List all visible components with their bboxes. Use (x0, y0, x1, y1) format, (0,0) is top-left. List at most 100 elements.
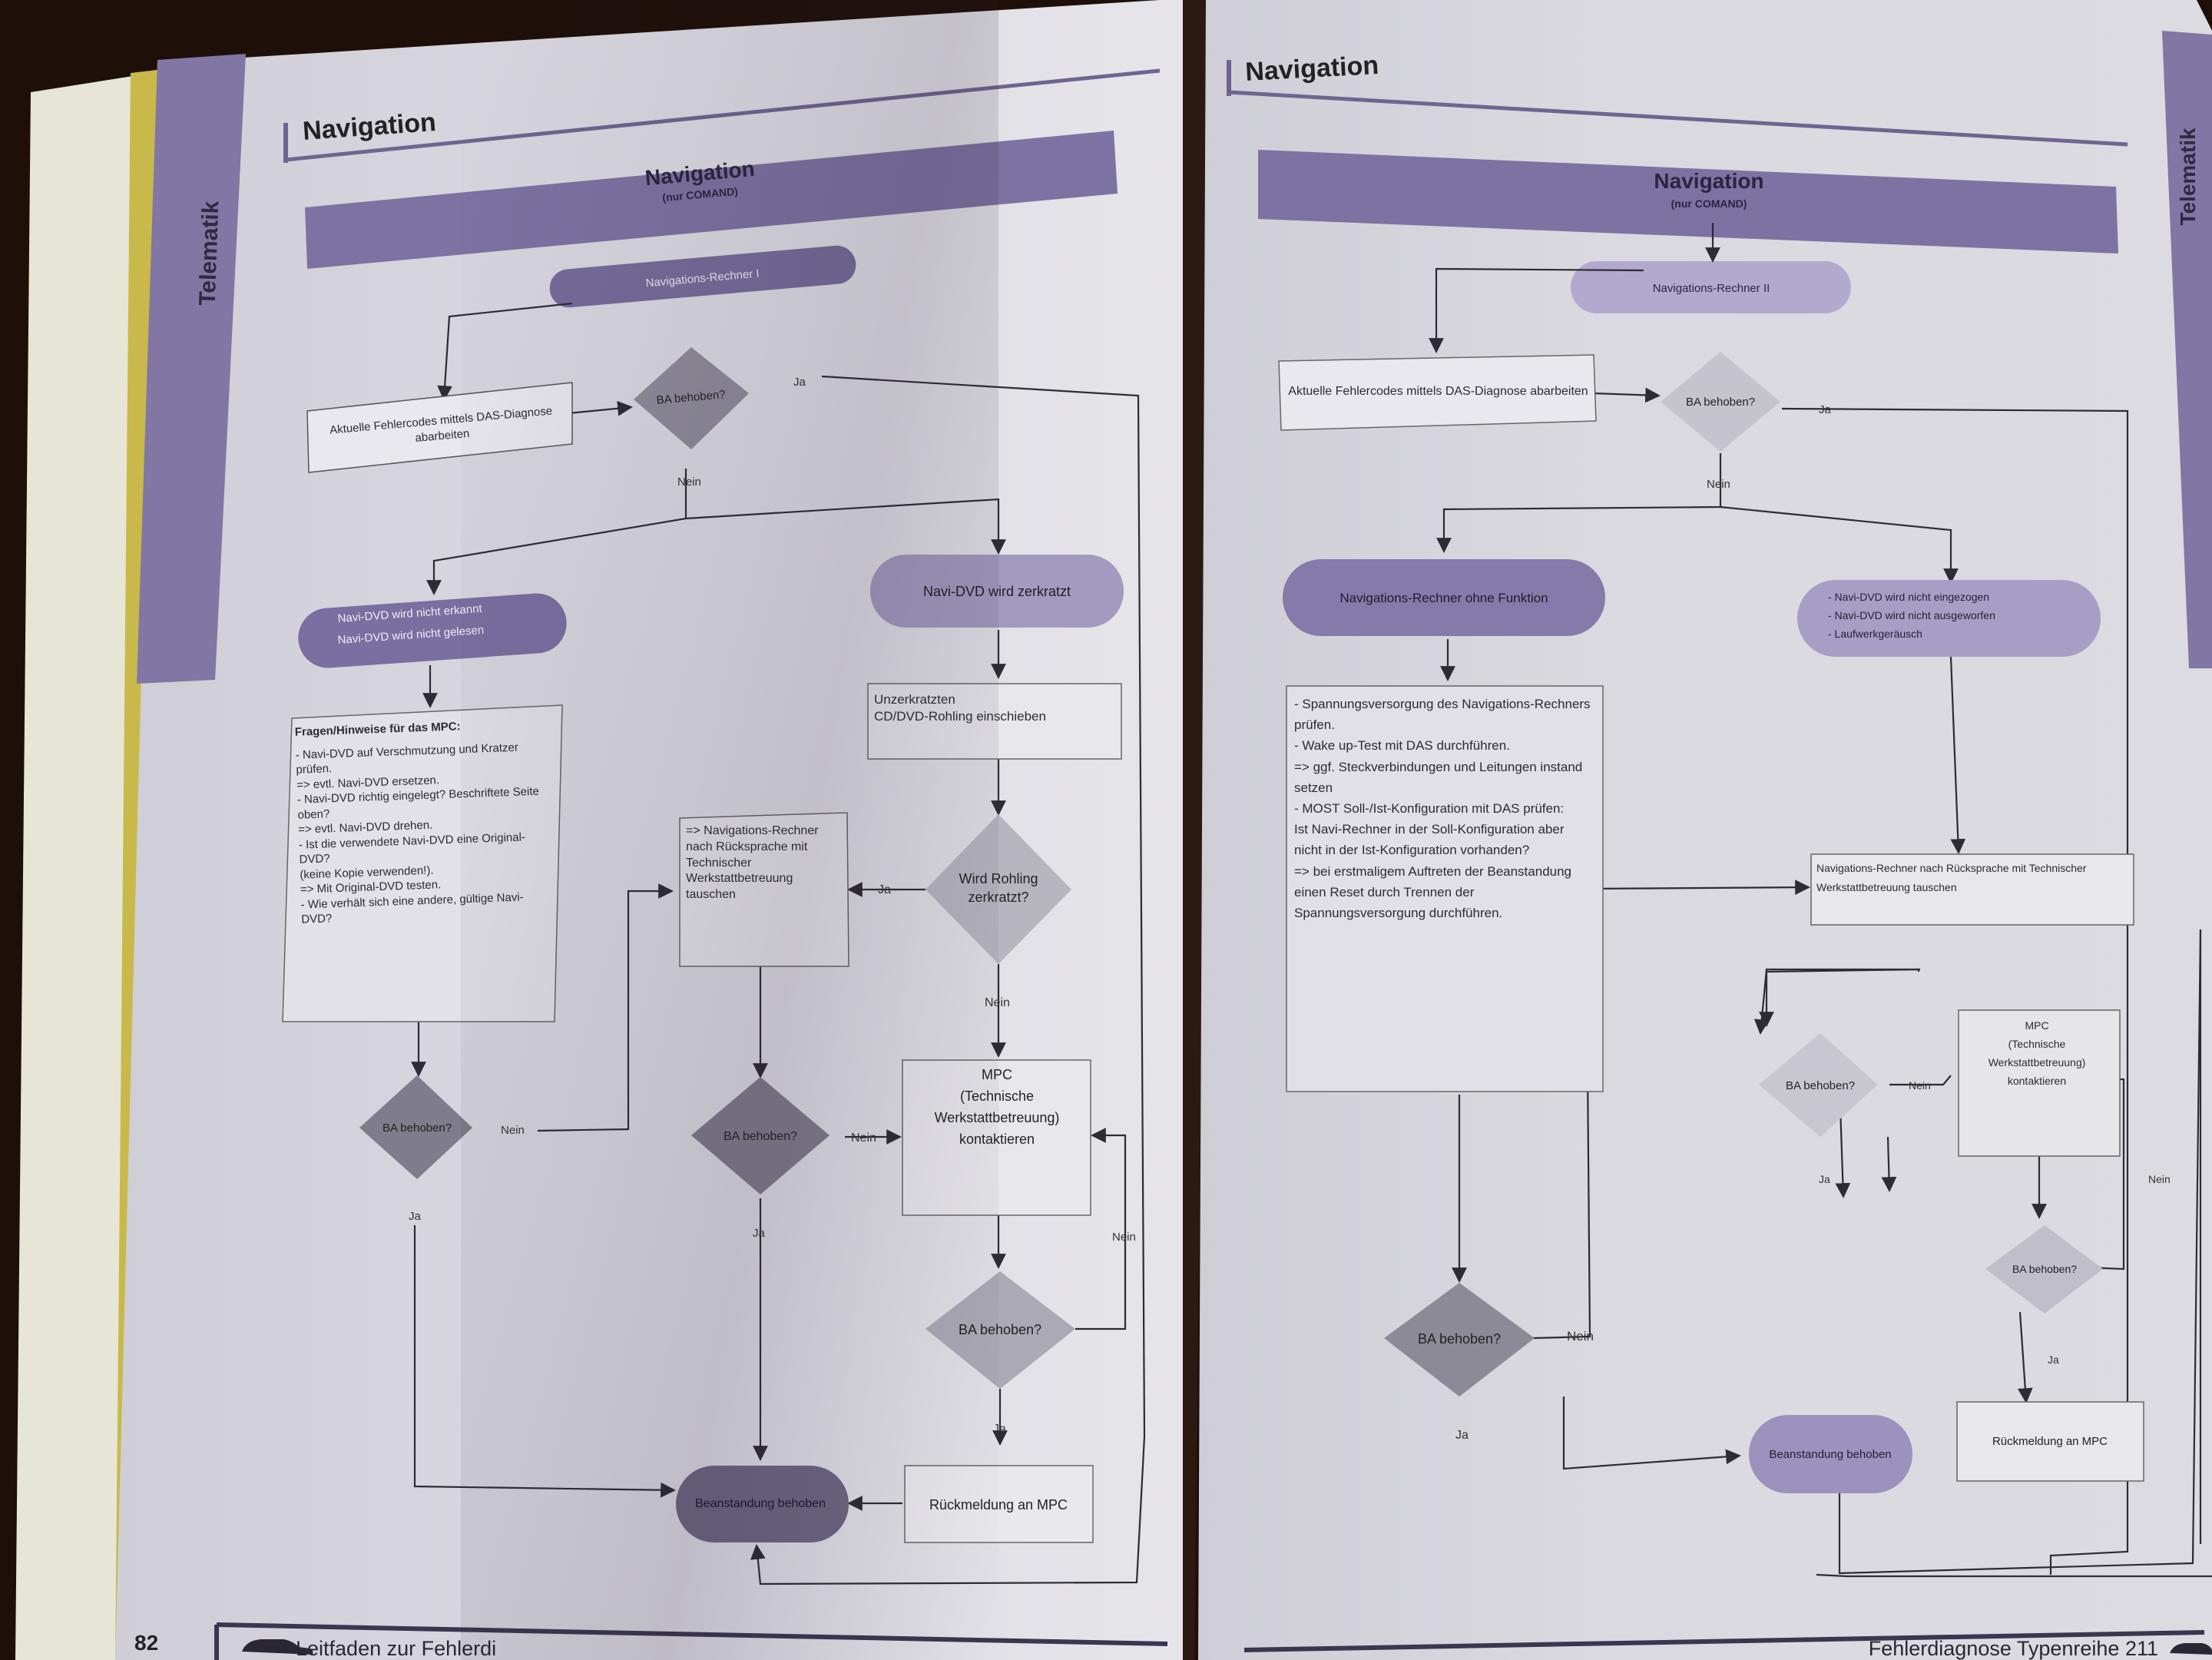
state-nicht-eingezogen: - Navi-DVD wird nicht eingezogen - Navi-… (1797, 580, 2101, 657)
state-nicht-erkannt: Navi-DVD wird nicht erkannt Navi-DVD wir… (298, 593, 567, 668)
state-ohne-funktion: Navigations-Rechner ohne Funktion (1283, 559, 1605, 636)
decision-ba-left: BA behoben? (359, 1075, 472, 1179)
label-ja-lower-right: Ja (2048, 1354, 2059, 1366)
box-mpc: MPC (Technische Werkstattbetreuung) kont… (902, 1059, 1091, 1216)
mpc-right-line-2: (Technische (2008, 1038, 2066, 1050)
label-nein-bottom-left: Nein (1567, 1329, 1594, 1344)
spannung-line: => ggf. Steckverbindungen und Leitungen … (1294, 759, 1583, 774)
mpc-right-line-3: Werkstattbetreuung) (1988, 1056, 2086, 1069)
car-icon-right (2170, 1643, 2212, 1655)
end-label: Beanstandung behoben (695, 1497, 826, 1510)
left-page: Telematik Navigation Navigation (nur COM… (15, 0, 1183, 1660)
right-page: Telematik Navigation Navigation (nur COM… (1183, 0, 2212, 1660)
label-nein-middle: Nein (851, 1132, 876, 1145)
label-ja-mid-left: Ja (1819, 1173, 1830, 1185)
decision-ba-left-label: BA behoben? (382, 1122, 452, 1135)
step-fehlercodes-right: Aktuelle Fehlercodes mittels DAS-Diagnos… (1278, 354, 1597, 431)
decision-ba-right-label: BA behoben? (959, 1322, 1041, 1337)
decision-ba-right-top-label: BA behoben? (1686, 396, 1755, 409)
decision-ba-mid-left-label: BA behoben? (1786, 1079, 1855, 1092)
ohne-funktion-label: Navigations-Rechner ohne Funktion (1339, 591, 1548, 605)
spannung-line: einen Reset durch Trennen der (1294, 884, 1475, 900)
label-nein-right: Nein (1112, 1231, 1136, 1244)
rohling-line-2: CD/DVD-Rohling einschieben (874, 709, 1046, 724)
label-ja-rohling: Ja (878, 883, 891, 896)
footer-text: Leitfaden zur Fehlerdi (296, 1637, 496, 1660)
start-terminal: Navigations-Rechner I (549, 245, 856, 308)
label-ja-right: Ja (993, 1423, 1006, 1436)
left-page-svg: Telematik Navigation Navigation (nur COM… (15, 0, 1183, 1660)
decision-ba-middle: BA behoben? (691, 1077, 830, 1194)
decision-ba-bottom-left-label: BA behoben? (1418, 1331, 1501, 1347)
box-spannung: - Spannungsversorgung des Navigations-Re… (1286, 685, 1604, 1092)
spannung-line: - MOST Soll-/Ist-Konfiguration mit DAS p… (1294, 800, 1565, 816)
side-tab (137, 54, 246, 684)
right-page-svg: Telematik Navigation Navigation (nur COM… (1183, 0, 2212, 1660)
car-icon (242, 1639, 313, 1655)
decision-ba-right-top: BA behoben? (1661, 352, 1780, 452)
header-rule-right (1228, 90, 2128, 147)
rueckmeldung-label: Rückmeldung an MPC (929, 1497, 1068, 1513)
tauschen-line: Werkstattbetreuung (686, 872, 793, 886)
fehlercodes-label: Aktuelle Fehlercodes mittels DAS-Diagnos… (329, 404, 553, 445)
decision-ba-middle-label: BA behoben? (724, 1130, 797, 1143)
step-fehlercodes: Aktuelle Fehlercodes mittels DAS-Diagnos… (306, 382, 573, 473)
spannung-line: Spannungsversorgung durchführen. (1294, 905, 1503, 920)
end-terminal-right: Beanstandung behoben (1749, 1415, 1912, 1493)
fragen-title: Fragen/Hinweise für das MPC: (294, 720, 461, 739)
decision-ba-1: BA behoben? (634, 347, 749, 449)
left-paper (115, 0, 1183, 1660)
decision-ba-lower-right: BA behoben? (1985, 1225, 2103, 1314)
spannung-line: Ist Navi-Rechner in der Soll-Konfigurati… (1294, 822, 1565, 837)
mpc-line-3: Werkstattbetreuung) (935, 1110, 1060, 1125)
mpc-right-line-1: MPC (2025, 1019, 2048, 1032)
label-nein-lower-right: Nein (2148, 1173, 2171, 1185)
label-ja-1: Ja (793, 376, 806, 389)
decision-ba-right: BA behoben? (926, 1271, 1075, 1389)
rueckmeldung-right-label: Rückmeldung an MPC (1992, 1435, 2108, 1448)
end-right-label: Beanstandung behoben (1769, 1448, 1891, 1461)
mpc-line-1: MPC (982, 1067, 1012, 1082)
decision-rohling-line-2: zerkratzt? (968, 890, 1028, 905)
mpc-line-4: kontaktieren (959, 1132, 1035, 1147)
banner-right-title: Navigation (1654, 169, 1763, 193)
box-rueckmeldung-right: Rückmeldung an MPC (1956, 1401, 2144, 1482)
tauschen-line: nach Rücksprache mit (686, 840, 808, 853)
flow-banner (305, 131, 1118, 269)
side-tab-right (2162, 31, 2212, 668)
fehlercodes-right-label: Aktuelle Fehlercodes mittels DAS-Diagnos… (1288, 384, 1588, 398)
decision-rohling-line-1: Wird Rohling (959, 871, 1038, 886)
mpc-line-2: (Technische (960, 1088, 1034, 1104)
eingezogen-line-2: - Navi-DVD wird nicht ausgeworfen (1828, 609, 1995, 621)
header-rule (285, 68, 1161, 162)
box-rohling: Unzerkratzten CD/DVD-Rohling einschieben (867, 683, 1122, 760)
flow-banner-right (1258, 150, 2118, 253)
footer-text-right: Fehlerdiagnose Typenreihe 211 (1869, 1637, 2158, 1660)
connectors (411, 302, 1146, 1585)
decision-ba-mid-left: BA behoben? (1759, 1033, 1878, 1137)
box-rueckmeldung: Rückmeldung an MPC (904, 1465, 1094, 1543)
tauschen-line: Technischer (686, 856, 752, 870)
spannung-line: => bei erstmaligem Auftreten der Beansta… (1294, 863, 1572, 879)
spannung-line: setzen (1294, 780, 1333, 795)
spannung-line: - Spannungsversorgung des Navigations-Re… (1294, 697, 1591, 711)
label-ja-middle: Ja (753, 1227, 766, 1240)
page-title-right: Navigation (1244, 51, 1379, 87)
footer-rule-right (1243, 1630, 2205, 1652)
tauschen-right-line-1: Navigations-Rechner nach Rücksprache mit… (1816, 862, 2087, 874)
decision-ba-lower-right-label: BA behoben? (2012, 1263, 2077, 1275)
label-ja-left: Ja (409, 1210, 422, 1223)
decision-rohling: Wird Rohling zerkratzt? (926, 814, 1071, 964)
side-tab-label: Telematik (195, 200, 224, 306)
spannung-line: prüfen. (1294, 717, 1335, 733)
mpc-right-line-4: kontaktieren (2008, 1075, 2066, 1087)
eingezogen-line-3: - Laufwerkgeräusch (1828, 628, 1922, 640)
label-ja-bottom-left: Ja (1455, 1429, 1469, 1442)
eingezogen-line-1: - Navi-DVD wird nicht eingezogen (1828, 591, 1989, 603)
end-terminal: Beanstandung behoben (676, 1466, 849, 1542)
box-rechner-tauschen: => Navigations-Rechner nach Rücksprache … (679, 812, 849, 967)
spannung-line: - Wake up-Test mit DAS durchführen. (1294, 738, 1510, 754)
start-terminal-right: Navigations-Rechner II (1571, 261, 1851, 313)
state-zerkratzt: Navi-DVD wird zerkratzt (870, 555, 1124, 628)
